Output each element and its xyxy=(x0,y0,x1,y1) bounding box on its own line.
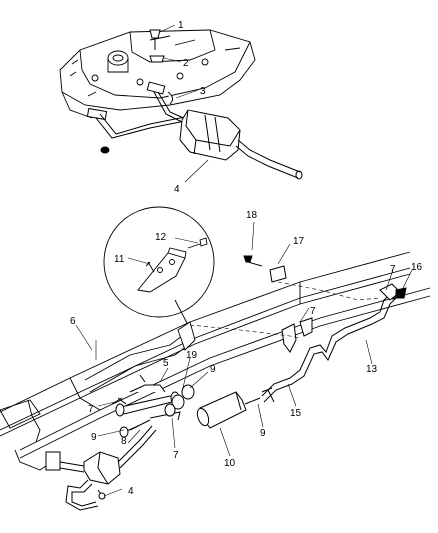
front-exhaust-pipe xyxy=(86,81,191,139)
callout-7-left: 7 xyxy=(88,404,94,415)
callout-13: 13 xyxy=(366,364,378,375)
tailpipe-hangers xyxy=(243,255,407,353)
muffler xyxy=(196,391,261,429)
callout-16: 16 xyxy=(411,262,423,273)
callout-7-mid: 7 xyxy=(310,306,316,317)
tailpipe xyxy=(261,290,397,403)
callout-19: 19 xyxy=(186,350,198,361)
inset-leader-lines xyxy=(127,237,199,265)
callout-11: 11 xyxy=(114,254,125,265)
callout-12: 12 xyxy=(155,232,167,243)
top-leader-lines xyxy=(159,24,209,183)
callout-18: 18 xyxy=(246,210,258,221)
callout-1: 1 xyxy=(178,20,184,31)
callout-2: 2 xyxy=(183,58,189,69)
callout-4-bottom: 4 xyxy=(128,486,134,497)
callout-15: 15 xyxy=(290,408,302,419)
hanger-dashed-lines xyxy=(189,281,381,339)
engine-block-drawing xyxy=(59,29,256,119)
callout-8: 8 xyxy=(121,436,127,447)
top-hardware xyxy=(100,29,174,154)
callout-9-left: 9 xyxy=(91,432,97,443)
lower-leader-lines xyxy=(75,221,413,497)
lower-converter-assembly xyxy=(45,425,157,511)
callout-5: 5 xyxy=(163,358,169,369)
callout-numbers: 1 2 3 4 4 5 6 7 7 7 7 8 9 9 9 10 11 12 1… xyxy=(70,20,423,497)
callout-4-top: 4 xyxy=(174,184,180,195)
catalytic-converter xyxy=(179,109,241,161)
callout-17: 17 xyxy=(293,236,305,247)
intermediate-pipe-top xyxy=(235,139,303,180)
callout-10: 10 xyxy=(224,458,236,469)
callout-3: 3 xyxy=(200,86,206,97)
callout-6: 6 xyxy=(70,316,76,327)
callout-7-right: 7 xyxy=(390,264,396,275)
callout-7-lower: 7 xyxy=(173,450,179,461)
y-pipe-and-clamps xyxy=(111,374,195,438)
callout-9-upper: 9 xyxy=(210,364,216,375)
hanger-detail-inset xyxy=(103,206,215,326)
vehicle-frame-rails xyxy=(0,251,431,471)
callout-9-right: 9 xyxy=(260,428,266,439)
